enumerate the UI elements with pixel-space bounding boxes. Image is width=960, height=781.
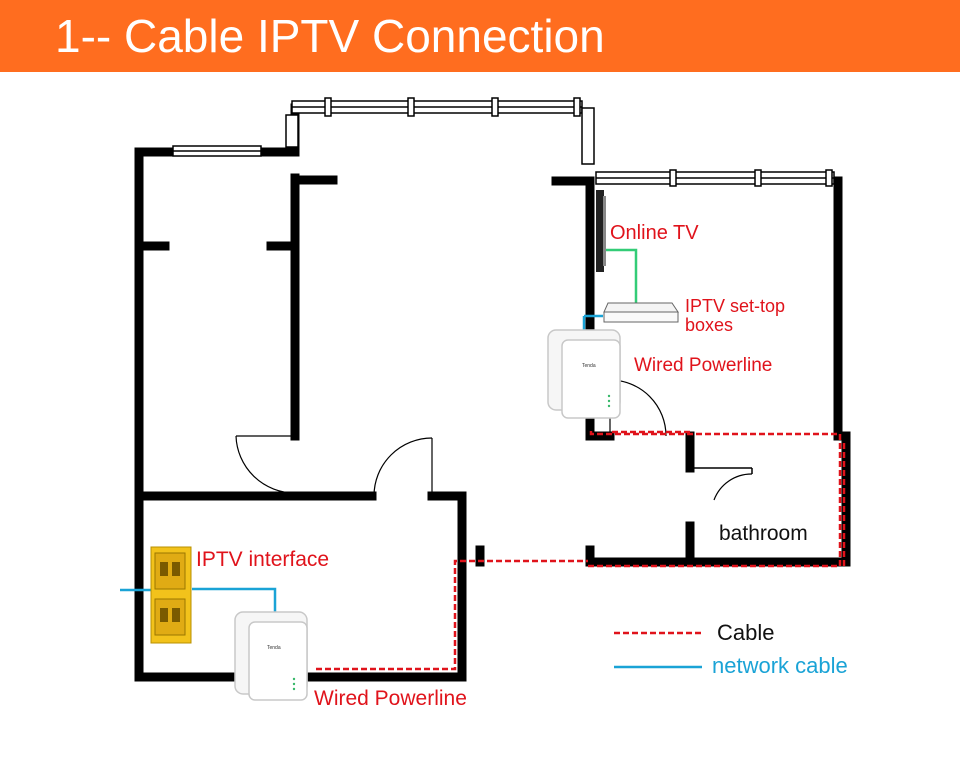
cable-route xyxy=(316,430,846,671)
iptv-interface-label: IPTV interface xyxy=(196,548,330,571)
legend-cable-label: Cable xyxy=(717,620,775,645)
bathroom-label: bathroom xyxy=(719,522,808,545)
tv-link xyxy=(603,248,638,305)
set-top-box-icon xyxy=(603,302,679,323)
tv-icon xyxy=(596,190,606,272)
title-banner: 1-- Cable IPTV Connection xyxy=(0,0,960,72)
windows xyxy=(172,97,835,187)
doors xyxy=(235,379,753,501)
online-tv-label: Online TV xyxy=(610,222,699,244)
powerline-adapter-top-icon: Tenda xyxy=(547,329,621,419)
walls xyxy=(134,103,851,682)
set-top-box-label-line1: IPTV set-top xyxy=(685,296,786,316)
thin-partitions xyxy=(690,467,753,474)
network-cable-route xyxy=(120,314,603,618)
page-title: 1-- Cable IPTV Connection xyxy=(55,10,605,62)
powerline-bottom-label: Wired Powerline xyxy=(314,687,467,710)
iptv-interface-panel-icon xyxy=(150,546,192,644)
powerline-top-label: Wired Powerline xyxy=(634,355,773,376)
set-top-box-label-line2: boxes xyxy=(685,315,734,335)
brand-logo-bottom: Tenda xyxy=(267,645,281,651)
legend-swatches xyxy=(614,631,702,669)
brand-logo-top: Tenda xyxy=(582,363,596,369)
powerline-adapter-bottom-icon: Tenda xyxy=(234,611,308,701)
legend-network-cable-label: network cable xyxy=(712,653,848,678)
